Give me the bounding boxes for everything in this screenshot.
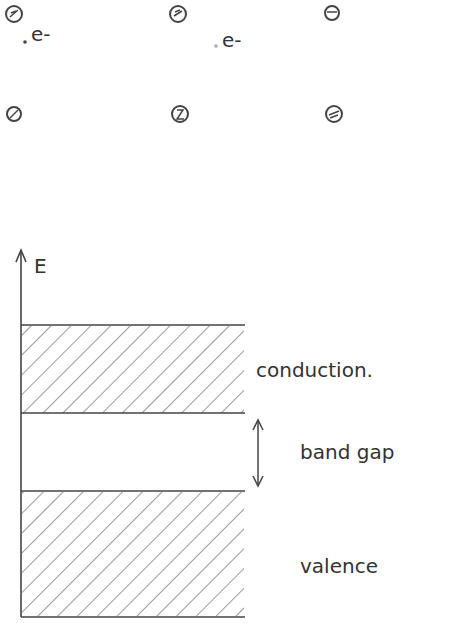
- electron-label: e-: [31, 22, 51, 46]
- band-name: band gap: [300, 440, 394, 464]
- electron-label: e-: [222, 28, 242, 52]
- electron-dot: [23, 40, 27, 44]
- band-edges: [21, 325, 245, 491]
- conduction-hatch: [22, 326, 244, 413]
- band-name: conduction.: [256, 358, 373, 382]
- band-label: band gap: [296, 438, 398, 466]
- band-name: valence: [300, 554, 378, 578]
- electron-dot: [214, 44, 218, 48]
- band-label: conduction.: [252, 356, 377, 384]
- axis-label: E: [34, 254, 47, 278]
- band-label: valence: [296, 552, 382, 580]
- valence-hatch: [22, 492, 244, 616]
- energy-axis: [16, 250, 245, 617]
- atoms: [6, 6, 342, 122]
- gap-arrow: [253, 420, 263, 486]
